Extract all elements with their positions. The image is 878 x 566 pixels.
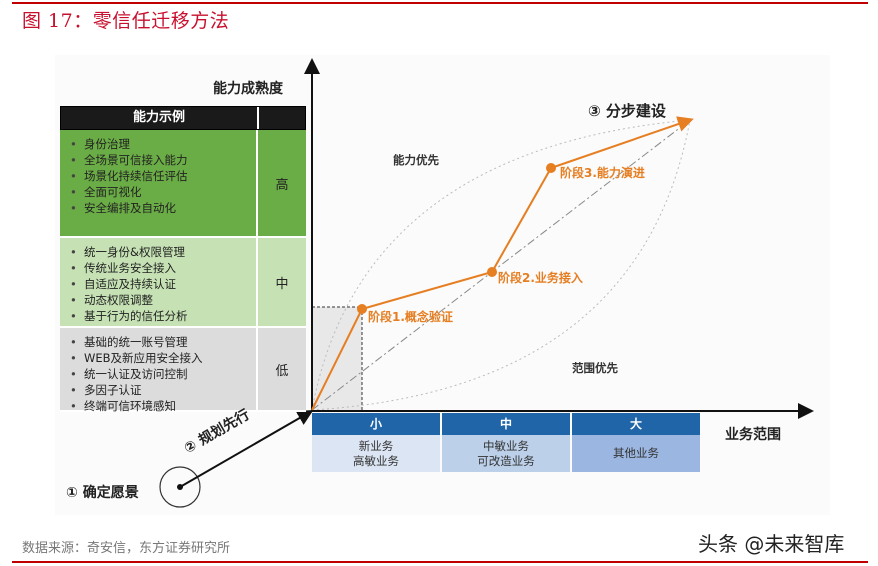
capability-item: 基于行为的信任分析 — [70, 308, 256, 324]
scope-header: 中 — [442, 413, 570, 435]
stage3-dot — [546, 163, 556, 173]
scope-line: 可改造业务 — [477, 453, 535, 468]
y-axis-label: 能力成熟度 — [213, 81, 283, 97]
top-rule — [12, 2, 868, 4]
stage1-label: 阶段1.概念验证 — [368, 310, 453, 324]
capability-item: 统一身份&权限管理 — [70, 244, 256, 260]
capability-item: 基础的统一账号管理 — [70, 334, 256, 350]
scope-first-label: 范围优先 — [572, 361, 618, 375]
capability-item: 统一认证及访问控制 — [70, 366, 256, 382]
capability-first-label: 能力优先 — [393, 153, 439, 167]
step3-label: ③ 分步建设 — [588, 102, 666, 120]
source-note: 数据来源：奇安信，东方证券研究所 — [22, 541, 231, 556]
level-label: 中 — [275, 276, 289, 292]
capability-header: 能力示例 — [61, 107, 259, 129]
level-label: 高 — [275, 177, 289, 193]
capability-item: 动态权限调整 — [70, 292, 256, 308]
capability-row-mid: 统一身份&权限管理 传统业务安全接入 自适应及持续认证 动态权限调整 基于行为的… — [60, 238, 306, 328]
capability-item: 安全编排及自动化 — [70, 200, 256, 216]
capability-item: 自适应及持续认证 — [70, 276, 256, 292]
stage2-label: 阶段2.业务接入 — [498, 271, 583, 285]
x-axis-label: 业务范围 — [725, 427, 781, 443]
stage2-dot — [487, 267, 497, 277]
level-label: 低 — [275, 363, 289, 379]
step1-label: ① 确定愿景 — [66, 485, 139, 501]
capability-table: 能力示例 身份治理 全场景可信接入能力 场景化持续信任评估 全面可视化 安全编排… — [60, 106, 306, 414]
watermark: 头条 @未来智库 — [698, 532, 845, 556]
capability-item: 身份治理 — [70, 136, 256, 152]
scope-line: 中敏业务 — [483, 438, 529, 453]
scope-line: 其他业务 — [613, 446, 659, 460]
capability-row-high: 身份治理 全场景可信接入能力 场景化持续信任评估 全面可视化 安全编排及自动化 … — [60, 130, 306, 238]
capability-item: 多因子认证 — [70, 382, 256, 398]
scope-line: 新业务 — [358, 438, 394, 453]
capability-item: 全场景可信接入能力 — [70, 152, 256, 168]
vision-circle — [159, 466, 201, 508]
scope-first-curve — [311, 119, 691, 411]
bottom-rule — [12, 561, 868, 563]
capability-item: 终端可信环境感知 — [70, 398, 256, 414]
capability-first-curve — [311, 119, 691, 411]
capability-row-low: 基础的统一账号管理 WEB及新应用安全接入 统一认证及访问控制 多因子认证 终端… — [60, 328, 306, 414]
scope-table: 小 新业务高敏业务 中 中敏业务可改造业务 大 其他业务 — [312, 413, 702, 472]
capability-item: 场景化持续信任评估 — [70, 168, 256, 184]
figure-title: 图 17：零信任迁移方法 — [22, 10, 230, 32]
scope-line: 高敏业务 — [353, 453, 399, 468]
stage3-label: 阶段3.能力演进 — [560, 166, 645, 180]
capability-item: 全面可视化 — [70, 184, 256, 200]
planning-arrow — [179, 410, 314, 488]
capability-item: WEB及新应用安全接入 — [70, 350, 256, 366]
scope-header: 小 — [312, 413, 440, 435]
stage1-dot — [357, 304, 367, 314]
scope-header: 大 — [572, 413, 700, 435]
capability-item: 传统业务安全接入 — [70, 260, 256, 276]
